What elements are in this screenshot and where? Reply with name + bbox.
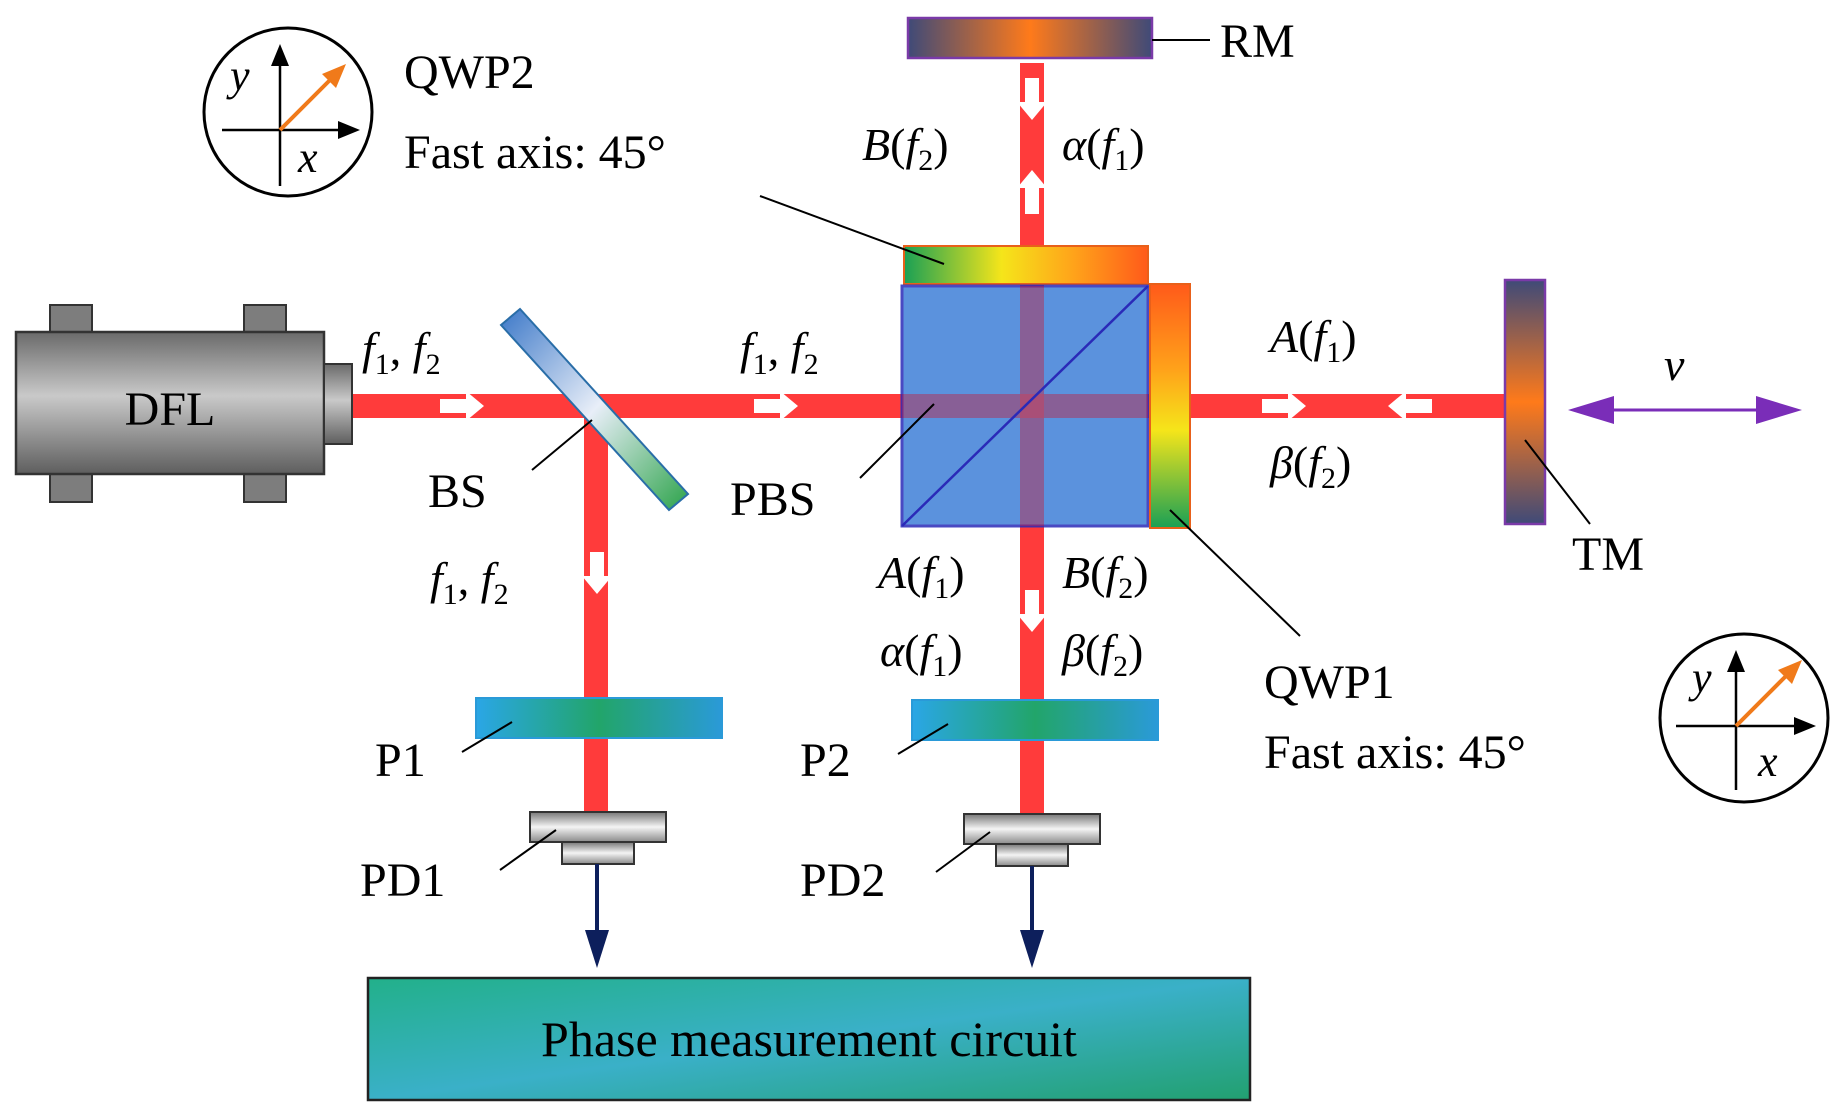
axis-inset-qwp1-y: y xyxy=(1688,653,1712,702)
velocity-label: v xyxy=(1664,339,1685,390)
beam-label-laser-out: f1, f2 xyxy=(362,323,441,381)
axis-inset-qwp1: y x xyxy=(1658,632,1830,804)
beam-label-meas-bottom: β(f2) xyxy=(1269,437,1351,495)
polarizer-p2: P2 xyxy=(800,699,1159,787)
beam-label-out-left-1: A(f1) xyxy=(875,547,965,605)
rm-label: RM xyxy=(1220,15,1295,68)
axis-inset-qwp2-y: y xyxy=(226,51,250,100)
p2-label: P2 xyxy=(800,734,851,787)
phase-measurement-circuit: Phase measurement circuit xyxy=(366,976,1252,1102)
photodetector-pd2: PD2 xyxy=(800,813,1101,907)
beam-label-out-right-2: β(f2) xyxy=(1061,625,1143,683)
reference-mirror: RM xyxy=(906,15,1295,68)
beam-label-ref-left: B(f2) xyxy=(862,119,949,177)
pd1-label: PD1 xyxy=(360,854,445,907)
target-mirror: TM xyxy=(1503,278,1644,581)
circuit-label: Phase measurement circuit xyxy=(541,1011,1077,1067)
beam-direction-arrows xyxy=(440,78,1432,632)
polarizer-p1: P1 xyxy=(375,697,723,787)
axis-inset-qwp1-x: x xyxy=(1757,737,1778,786)
qwp1-name: QWP1 xyxy=(1264,656,1395,709)
velocity-arrow: v xyxy=(1568,339,1802,424)
axis-inset-qwp2-x: x xyxy=(297,133,318,182)
dfl-laser: DFL xyxy=(14,304,353,503)
dfl-label: DFL xyxy=(125,383,216,436)
pbs-label: PBS xyxy=(730,473,815,526)
pd2-label: PD2 xyxy=(800,854,885,907)
beam-label-out-left-2: α(f1) xyxy=(880,625,963,683)
p1-label: P1 xyxy=(375,734,426,787)
beam-label-meas-top: A(f1) xyxy=(1267,311,1357,369)
tm-label: TM xyxy=(1572,528,1644,581)
beam-splitter: BS xyxy=(428,307,690,518)
axis-inset-qwp2: y x xyxy=(202,26,374,198)
qwp1-plate: QWP1 Fast axis: 45° xyxy=(1149,283,1526,779)
qwp1-fast-axis: Fast axis: 45° xyxy=(1264,726,1526,779)
photodetector-pd1: PD1 xyxy=(360,811,667,907)
beam-label-bs-to-pbs: f1, f2 xyxy=(740,323,819,381)
beam-label-out-right-1: B(f2) xyxy=(1062,547,1149,605)
bs-label: BS xyxy=(428,465,487,518)
qwp2-plate: QWP2 Fast axis: 45° xyxy=(404,46,1149,285)
qwp2-name: QWP2 xyxy=(404,46,535,99)
beam-label-bs-down: f1, f2 xyxy=(430,553,509,611)
polarizing-beam-splitter: PBS xyxy=(730,284,1150,528)
qwp2-fast-axis: Fast axis: 45° xyxy=(404,126,666,179)
signal-arrows xyxy=(585,864,1044,968)
beam-label-ref-right: α(f1) xyxy=(1062,119,1145,177)
